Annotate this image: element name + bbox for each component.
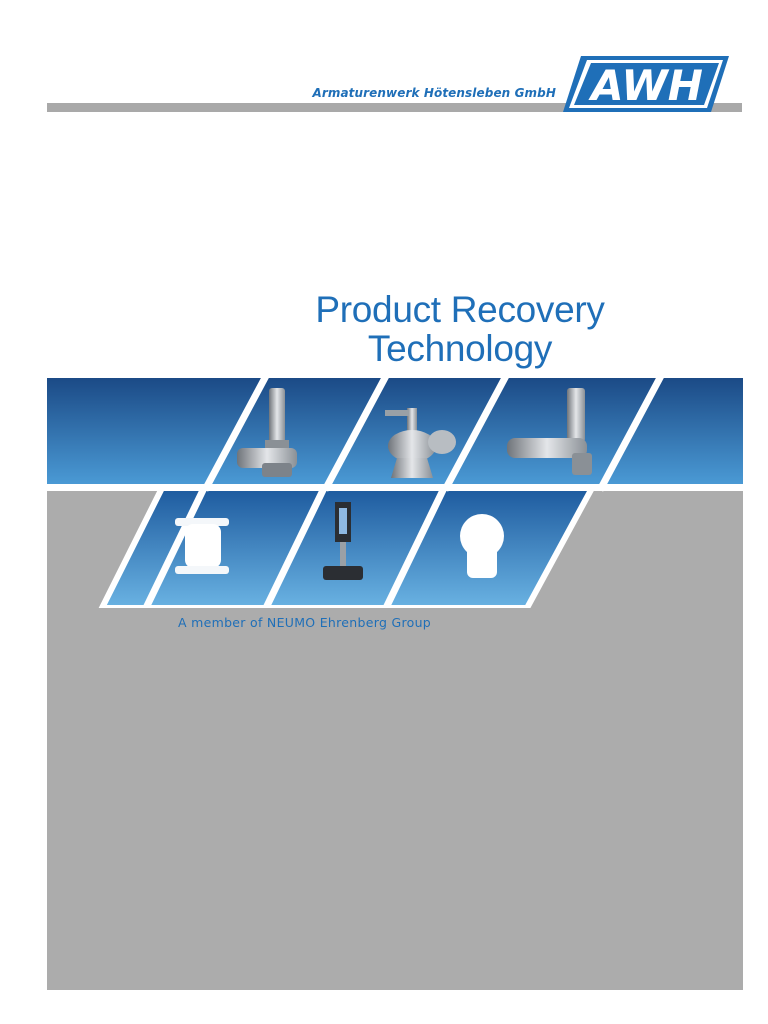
pig-cylinder-icon (175, 518, 229, 574)
company-name: Armaturenwerk Hötensleben GmbH (312, 86, 556, 100)
group-membership-text: A member of NEUMO Ehrenberg Group (178, 615, 432, 630)
banner-dividers (142, 378, 664, 608)
pig-ball-icon (460, 514, 504, 578)
product-banner (47, 378, 743, 608)
angle-valve-icon (237, 388, 297, 477)
control-unit-icon (323, 502, 363, 580)
page-title: Product Recovery Technology (280, 290, 640, 368)
recovery-valve-icon (507, 388, 592, 475)
pig-launcher-valve-icon (385, 408, 456, 478)
header-bar (47, 103, 742, 112)
title-line-2: Technology (367, 328, 553, 369)
logo-text: AWH (588, 61, 703, 110)
title-line-1: Product Recovery (315, 289, 605, 330)
awh-logo: AWH (563, 56, 729, 112)
